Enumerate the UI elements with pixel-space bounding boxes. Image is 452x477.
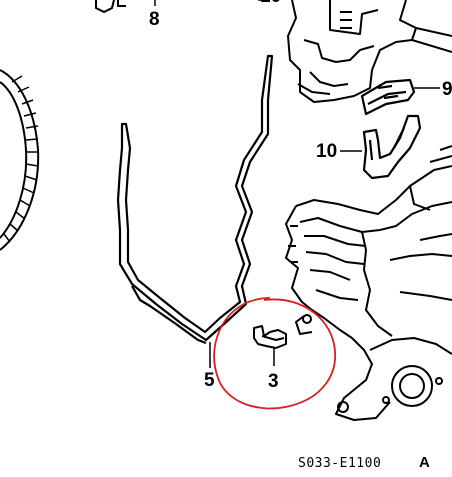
highlight-circle xyxy=(213,297,336,410)
lower-timing-cover xyxy=(285,145,452,421)
callout-10: 10 xyxy=(316,141,338,162)
part-8-clip xyxy=(95,0,126,14)
callout-8: 8 xyxy=(149,9,160,30)
callout-9: 9 xyxy=(442,79,452,100)
callout-5: 5 xyxy=(204,370,215,391)
upper-timing-cover xyxy=(287,0,452,103)
part-3-clip xyxy=(253,325,287,349)
timing-belt xyxy=(0,69,40,251)
part-code-suffix: A xyxy=(419,454,430,471)
part-10-seal xyxy=(362,114,422,180)
part-code: S033-E1100 xyxy=(298,456,382,471)
callout-3: 3 xyxy=(268,371,279,392)
callout-top: 10 xyxy=(260,0,281,6)
part-9-seal xyxy=(360,78,416,116)
cover-gasket xyxy=(116,54,274,345)
